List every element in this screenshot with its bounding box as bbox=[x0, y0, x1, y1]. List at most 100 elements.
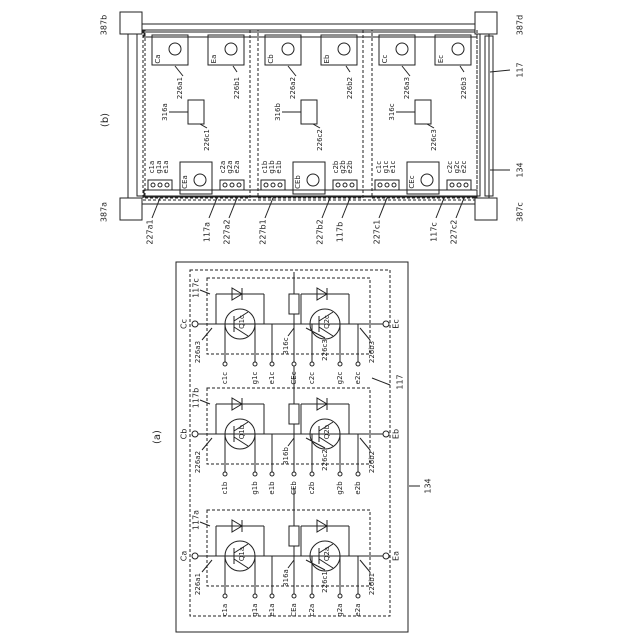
c-terminal-label: Cb bbox=[180, 429, 189, 440]
pin-label: g2a bbox=[336, 603, 344, 616]
leader-line bbox=[152, 198, 160, 218]
resistor-label: 316c bbox=[282, 337, 290, 354]
pin-label: c1a bbox=[221, 604, 229, 617]
pad-c-label: 226c2 bbox=[316, 129, 324, 151]
right-pin-header bbox=[333, 180, 357, 190]
resistor-label: 316c bbox=[388, 103, 396, 120]
pin-label: c2c bbox=[308, 372, 316, 384]
bottom-label: 117a bbox=[203, 222, 212, 242]
corner-label: 387c bbox=[516, 202, 525, 222]
ce-pad-label: CEb bbox=[294, 175, 302, 189]
bottom-label: 227a1 bbox=[146, 219, 155, 244]
resistor-label: 316a bbox=[282, 569, 290, 587]
pin-label: e2c bbox=[354, 372, 362, 385]
pin-terminal bbox=[338, 362, 342, 366]
pin-dot bbox=[158, 183, 162, 187]
pin-terminal bbox=[270, 472, 274, 476]
group-label: 117a bbox=[192, 510, 201, 530]
corner-label: 387a bbox=[100, 202, 109, 222]
pin-terminal bbox=[253, 472, 257, 476]
bottom-label: 227a2 bbox=[223, 219, 232, 244]
pin-terminal bbox=[356, 472, 360, 476]
pin-terminal bbox=[253, 362, 257, 366]
e-pad-hole bbox=[225, 43, 237, 55]
group-label: 117c bbox=[192, 278, 201, 298]
resistor-label: 316a bbox=[161, 103, 169, 121]
right-pin-label: e2c bbox=[460, 161, 468, 174]
right-pin-header bbox=[220, 180, 244, 190]
pin-label: g1b bbox=[251, 481, 259, 495]
right-pad-label: 226b1 bbox=[368, 573, 376, 595]
pin-label: g1a bbox=[251, 603, 259, 616]
c-terminal bbox=[192, 431, 198, 437]
pin-dot bbox=[350, 183, 354, 187]
pin-terminal bbox=[356, 362, 360, 366]
figure-b-label: (b) bbox=[100, 113, 111, 127]
bottom-label: 227c2 bbox=[450, 220, 459, 245]
pin-dot bbox=[230, 183, 234, 187]
leader-line bbox=[360, 438, 370, 450]
e-pad-label: Eb bbox=[323, 54, 331, 63]
bottom-label: 117c bbox=[430, 222, 439, 242]
c-terminal-label: Ca bbox=[180, 551, 189, 562]
figure-b: (b)387b387d387a387c117134CaEaCEac1ag1ae1… bbox=[100, 12, 525, 245]
e-terminal bbox=[383, 431, 389, 437]
top-rail bbox=[144, 30, 477, 37]
leader-line bbox=[233, 66, 237, 72]
leader-line bbox=[288, 438, 294, 446]
bottom-label: 117b bbox=[336, 222, 345, 242]
leader-line bbox=[288, 66, 296, 76]
leader-line bbox=[200, 522, 210, 526]
group-label: 117b bbox=[192, 388, 201, 408]
c-terminal-label: Cc bbox=[180, 319, 189, 329]
figure-a: 117134(a)CaEa117aQ1aQ2ac1ag1ae1aCEac2ag2… bbox=[152, 262, 433, 632]
pin-label: c2b bbox=[308, 481, 316, 494]
resistor-element bbox=[289, 526, 299, 546]
pad-c-label: 226c1 bbox=[203, 129, 211, 151]
pin-label: g2b bbox=[336, 481, 344, 495]
q2-label: Q2b bbox=[323, 424, 331, 439]
leader-line bbox=[229, 198, 237, 218]
left-pin-label: e1a bbox=[162, 160, 170, 173]
e-pad-label: Ec bbox=[437, 55, 445, 63]
leader-line bbox=[200, 124, 207, 128]
pin-terminal bbox=[223, 472, 227, 476]
leader-line bbox=[265, 198, 273, 218]
pin-label: g2c bbox=[336, 371, 344, 384]
c-pad-hole bbox=[282, 43, 294, 55]
resistor-label: 316b bbox=[282, 447, 290, 465]
ce-pad-hole bbox=[194, 174, 206, 186]
board-panel-1: CaEaCEac1ag1ae1ac2ag2ae2a226a1226b1316a2… bbox=[145, 30, 250, 245]
c-pad-label: Cb bbox=[267, 54, 275, 64]
pin-dot bbox=[237, 183, 241, 187]
leader-line bbox=[288, 328, 294, 336]
leader-line bbox=[379, 198, 387, 218]
resistor-element bbox=[289, 294, 299, 314]
right-pin-label: e2a bbox=[233, 160, 241, 173]
pin-terminal bbox=[292, 594, 296, 598]
leader-line bbox=[460, 66, 464, 72]
mid-pad-label: 226c3 bbox=[321, 339, 329, 361]
pin-terminal bbox=[338, 594, 342, 598]
pin-dot bbox=[151, 183, 155, 187]
e-terminal bbox=[383, 321, 389, 327]
pad-a-label: 226a2 bbox=[289, 77, 297, 99]
pin-terminal bbox=[223, 594, 227, 598]
corner-block-387d bbox=[475, 12, 497, 34]
corner-label: 387d bbox=[516, 15, 525, 35]
pad-b-label: 226b1 bbox=[233, 77, 241, 99]
side-label-117: 117 bbox=[516, 62, 525, 77]
board-panel-3: CcEcCEcc1cg1ce1cc2cg2ce2c226a3226b3316c2… bbox=[372, 30, 477, 244]
left-pad-label: 226a1 bbox=[194, 573, 202, 595]
pin-label: e1a bbox=[268, 603, 276, 616]
mid-pad-label: 226c1 bbox=[321, 571, 329, 593]
half-bridge-3: CcEc117cQ1cQ2cc1cg1ce1cCEcc2cg2ce2c226a3… bbox=[180, 272, 401, 385]
c-pad-label: Cc bbox=[381, 54, 389, 63]
pin-dot bbox=[385, 183, 389, 187]
left-pin-label: e1b bbox=[275, 160, 283, 174]
leader-line bbox=[288, 560, 294, 568]
c-pad-hole bbox=[169, 43, 181, 55]
right-pad-label: 226b2 bbox=[368, 451, 376, 473]
pin-dot bbox=[450, 183, 454, 187]
